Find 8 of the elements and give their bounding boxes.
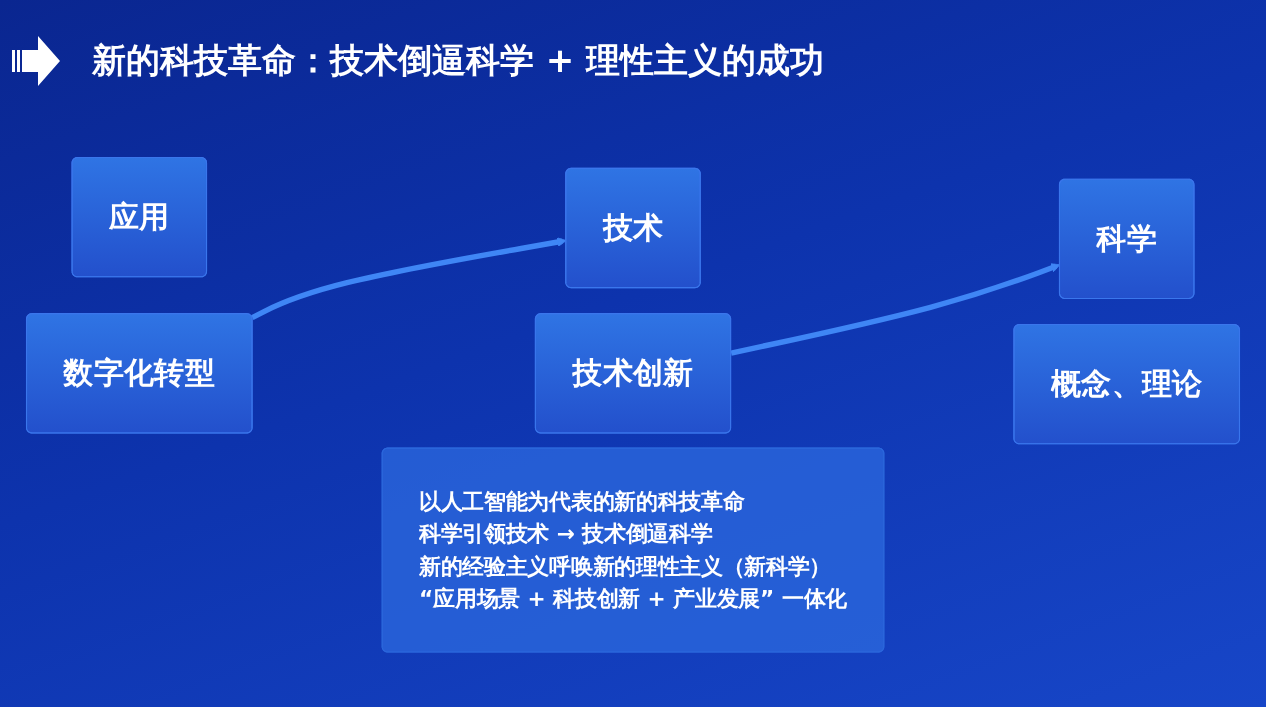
process-box: 数字化转型 — [26, 313, 253, 434]
process-box: 科学 — [1058, 178, 1195, 300]
title: 新的科技革命：技术倒逼科学 + 理性主义的成功 — [92, 39, 825, 82]
process-box: 应用 — [71, 157, 208, 278]
process-box: 概念、理论 — [1013, 324, 1240, 445]
process-box: 技术 — [565, 168, 701, 289]
process-box: 技术创新 — [534, 313, 732, 434]
text-panel: 以人工智能为代表的新的科技革命 科学引领技术 → 技术倒逼科学 新的经验主义呼唤新的理性主义（新科学） “应用场景 + 科技创新 + 产业发展” 一体化 — [381, 447, 885, 653]
